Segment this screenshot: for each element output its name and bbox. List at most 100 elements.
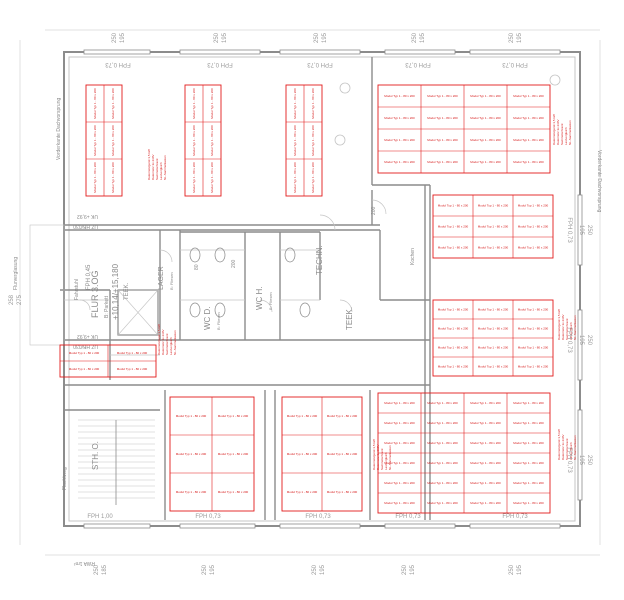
dim-top-b: 195 <box>120 32 126 43</box>
red-note: NL-Sammelkasten <box>573 315 577 340</box>
desk-label: Modul Typ 1 - 80 x 200 <box>438 246 469 250</box>
room-fph: FPH 0,45 <box>86 264 92 290</box>
desk-label: Modul Typ 1 - 80 x 200 <box>192 88 196 119</box>
window-bottom <box>179 523 256 529</box>
desk-label: Modul Typ 1 - 80 x 200 <box>513 94 544 98</box>
dim-right-b: 195 <box>578 225 584 236</box>
desk-label: Modul Typ 1 - 80 x 200 <box>513 461 544 465</box>
inner-wall-line <box>68 56 576 522</box>
desk-label: Modul Typ 1 - 80 x 200 <box>470 441 501 445</box>
window-top <box>469 49 561 55</box>
vordach-label-right: Vorderkante Dachvorsprung <box>596 150 602 212</box>
flurverglasung-label: Flurverglasung <box>13 257 19 290</box>
red-note: Sammelschrank <box>560 123 564 145</box>
room-lager: LAGER <box>158 266 165 290</box>
desk-label: Modul Typ 1 - 80 x 200 <box>384 421 415 425</box>
desk-label: Modul Typ 1 - 80 x 200 <box>513 441 544 445</box>
toilet-fixture <box>189 302 201 318</box>
red-note: Lastvergleich <box>169 337 173 355</box>
desk-label: Modul Typ 1 - 80 x 200 <box>470 421 501 425</box>
dim-right-b: 195 <box>578 335 584 346</box>
window-label-right: FPH 0,73 <box>566 327 572 353</box>
dim-bottom-b: 185 <box>102 564 108 575</box>
desk-label: Modul Typ 1 - 80 x 200 <box>192 162 196 193</box>
desk-label: Modul Typ 1 - 80 x 200 <box>427 501 458 505</box>
desk-label: Modul Typ 1 - 80 x 200 <box>513 116 544 120</box>
desk-label: Modul Typ 1 - 80 x 200 <box>438 327 469 331</box>
desk-label: Modul Typ 1 - 80 x 200 <box>438 308 469 312</box>
window-label-top: FPH 0,73 <box>307 61 333 67</box>
dim-top-b: 195 <box>420 32 426 43</box>
desk-label: Modul Typ 1 - 80 x 200 <box>438 346 469 350</box>
desk-label: Modul Typ 1 - 80 x 200 <box>111 162 115 193</box>
room-fahrstuhl: Fahrstuhl <box>74 279 80 300</box>
red-note: NL-Sammelkasten <box>173 330 177 355</box>
door-swing <box>159 249 173 263</box>
dim-right-a: 250 <box>586 225 592 236</box>
desk-label: Modul Typ 1 - 80 x 200 <box>293 162 297 193</box>
level-marker: +10,14/+15,180 <box>111 263 120 320</box>
desk-label: Modul Typ 1 - 80 x 200 <box>478 327 509 331</box>
window-label-bottom: FPH 0,73 <box>195 514 221 520</box>
dim-top-b: 195 <box>222 32 228 43</box>
desk-label: Modul Typ 1 - 80 x 200 <box>438 225 469 229</box>
dim-80: 80 <box>194 264 200 270</box>
desk-label: Modul Typ 1 - 80 x 200 <box>287 452 318 456</box>
dim-top-b: 195 <box>322 32 328 43</box>
desk-label: Modul Typ 1 - 80 x 200 <box>384 116 415 120</box>
desk-label: Modul Typ 1 - 80 x 200 <box>384 401 415 405</box>
desk-label: Modul Typ 1 - 80 x 200 <box>513 421 544 425</box>
desk-label: Modul Typ 1 - 80 x 200 <box>293 125 297 156</box>
desk-label: Modul Typ 1 - 80 x 200 <box>438 204 469 208</box>
fixture <box>339 82 351 94</box>
red-note: Datennetz 3x 230V <box>561 314 565 340</box>
window-bottom <box>384 523 456 529</box>
dim-bottom-b: 195 <box>410 564 416 575</box>
desk-label: Modul Typ 1 - 80 x 200 <box>518 246 549 250</box>
corridor-glazing <box>29 224 65 346</box>
desk-label: Modul Typ 1 - 80 x 200 <box>470 501 501 505</box>
desk-label: Modul Typ 1 - 80 x 200 <box>293 88 297 119</box>
elevator-cross <box>117 289 159 336</box>
window-right <box>577 309 583 381</box>
desk-label: Modul Typ 1 - 80 x 200 <box>111 125 115 156</box>
desk-label: Modul Typ 1 - 80 x 200 <box>478 365 509 369</box>
desk-label: Modul Typ 1 - 80 x 200 <box>69 351 100 355</box>
desk-label: Modul Typ 1 - 80 x 200 <box>513 401 544 405</box>
desk-label: Modul Typ 1 - 80 x 200 <box>218 414 249 418</box>
desk-label: Modul Typ 1 - 80 x 200 <box>470 160 501 164</box>
red-note: Datennetzgerät 3,5 kW <box>157 324 161 355</box>
desk-label: Modul Typ 1 - 80 x 200 <box>518 346 549 350</box>
window-bottom <box>83 523 151 529</box>
window-right <box>577 409 583 501</box>
desk-label: Modul Typ 1 - 80 x 200 <box>117 367 148 371</box>
desk-label: Modul Typ 1 - 80 x 200 <box>518 308 549 312</box>
dim-bottom-a: 250 <box>509 564 515 575</box>
desk-label: Modul Typ 1 - 80 x 200 <box>427 138 458 142</box>
desk-label: Modul Typ 1 - 80 x 200 <box>427 401 458 405</box>
red-note: NL-Sammelkasten <box>568 120 572 145</box>
desk-label: Modul Typ 1 - 80 x 200 <box>327 490 358 494</box>
dim-bottom-a: 250 <box>202 564 208 575</box>
desk-label: Modul Typ 1 - 80 x 200 <box>210 125 214 156</box>
desk-label: Modul Typ 1 - 80 x 200 <box>384 481 415 485</box>
dim-right-a: 250 <box>586 455 592 466</box>
fixture <box>549 74 561 86</box>
red-note: Lastvergleich <box>564 127 568 145</box>
desk-label: Modul Typ 1 - 80 x 200 <box>427 481 458 485</box>
window-top <box>83 49 151 55</box>
dim-right-a: 250 <box>586 335 592 346</box>
desk-block <box>432 194 554 259</box>
door-swing <box>259 299 273 313</box>
red-note: Datennetz 3x 230V <box>151 154 155 180</box>
dim-200: 200 <box>371 206 377 215</box>
desk-label: Modul Typ 1 - 80 x 200 <box>311 88 315 119</box>
toilet-fixture <box>299 302 311 318</box>
dim-bottom-a: 250 <box>312 564 318 575</box>
desk-label: Modul Typ 1 - 80 x 200 <box>93 88 97 119</box>
